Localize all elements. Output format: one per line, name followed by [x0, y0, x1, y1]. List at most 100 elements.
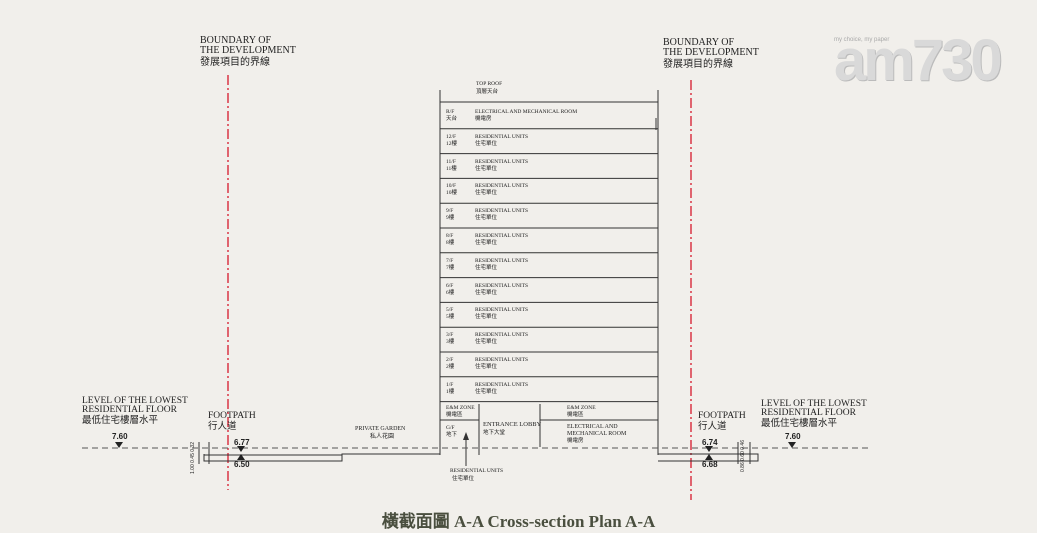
left-lowest-level-en2: RESIDENTIAL FLOOR — [82, 405, 177, 415]
floor-code-cn: 9樓 — [446, 215, 455, 222]
left-footpath-level-bottom: 6.50 — [234, 460, 250, 469]
floor-use-cn: 住宅單位 — [475, 165, 498, 172]
floor-use-en: RESIDENTIAL UNITS — [475, 307, 529, 314]
floor-code-cn: 1樓 — [446, 388, 455, 395]
floor-use-en: RESIDENTIAL UNITS — [475, 208, 529, 215]
floor-code: 5/F — [446, 307, 454, 314]
floor-use-cn: 住宅單位 — [475, 190, 498, 197]
floor-use-en: RESIDENTIAL UNITS — [475, 282, 529, 289]
site-slabs — [203, 453, 759, 462]
private-garden-cn: 私人花園 — [370, 434, 395, 440]
level-markers — [115, 442, 796, 460]
floor-code: 8/F — [446, 233, 454, 239]
right-dim-1: 0.86 — [740, 462, 746, 472]
ground-floor-partitions — [440, 404, 658, 455]
floor-use-en: RESIDENTIAL UNITS — [475, 357, 529, 363]
right-lowest-level-value: 7.60 — [785, 432, 801, 441]
floor-code-cn: 11樓 — [446, 165, 457, 172]
right-boundary-label-cn: 發展項目的界線 — [663, 59, 733, 70]
right-footpath-level-top: 6.74 — [702, 438, 718, 447]
private-garden-en: PRIVATE GARDEN — [355, 426, 406, 432]
left-boundary-label-en1: BOUNDARY OF — [200, 35, 272, 46]
floor-code: 6/F — [446, 282, 454, 289]
floor-code: 10/F — [446, 183, 457, 190]
right-dim-2: 0.60 — [740, 451, 746, 461]
floor-code: R/F — [446, 109, 455, 115]
floor-code: 11/F — [446, 158, 456, 165]
floor-use-cn: 住宅單位 — [475, 364, 498, 370]
floor-code: 7/F — [446, 257, 454, 264]
left-lowest-level-cn: 最低住宅樓層水平 — [82, 416, 159, 426]
gf-code: G/F — [446, 425, 455, 431]
floor-code-cn: 2樓 — [446, 364, 455, 370]
floor-use-cn: 住宅單位 — [475, 215, 498, 222]
gf-code-cn: 地下 — [446, 432, 458, 438]
floor-use-en: RESIDENTIAL UNITS — [475, 332, 529, 339]
right-lowest-level-en1: LEVEL OF THE LOWEST — [761, 399, 867, 409]
floor-use-en: RESIDENTIAL UNITS — [475, 233, 529, 239]
floor-use-cn: 住宅單位 — [475, 289, 498, 296]
floor-use-en: RESIDENTIAL UNITS — [475, 183, 529, 190]
gf-em-zone-right-en: E&M ZONE — [567, 405, 596, 411]
floor-use-cn: 住宅單位 — [475, 314, 498, 321]
left-dim-2: 0.45 — [190, 453, 196, 463]
top-roof-cn: 頂層天台 — [476, 89, 499, 95]
floor-code-cn: 3樓 — [446, 339, 455, 346]
floor-use-en: RESIDENTIAL UNITS — [475, 381, 529, 388]
right-dimension-values: 0.86 0.60 0.46 — [740, 440, 746, 472]
left-dim-3: 0.32 — [190, 442, 196, 452]
floor-use-cn: 住宅單位 — [475, 140, 498, 147]
floor-lines — [440, 128, 658, 403]
right-boundary-label-en1: BOUNDARY OF — [663, 37, 735, 48]
left-footpath-cn: 行人道 — [208, 422, 237, 432]
left-footpath-en: FOOTPATH — [208, 411, 256, 421]
floor-use-en: RESIDENTIAL UNITS — [475, 257, 529, 264]
floor-code-cn: 天台 — [446, 116, 458, 122]
right-lowest-level-cn: 最低住宅樓層水平 — [761, 419, 838, 429]
left-lowest-level-value: 7.60 — [112, 432, 128, 441]
gf-lobby-cn: 地下大堂 — [483, 430, 506, 436]
dimension-ticks — [198, 442, 751, 464]
drawing-caption: 橫截面圖 A-A Cross-section Plan A-A — [381, 512, 656, 531]
gf-em-room-en1: ELECTRICAL AND — [567, 424, 618, 430]
floor-code: 9/F — [446, 208, 454, 215]
right-footpath-level-bottom: 6.68 — [702, 460, 718, 469]
floor-use-en: RESIDENTIAL UNITS — [475, 133, 529, 140]
right-boundary-label-en2: THE DEVELOPMENT — [663, 47, 759, 58]
floor-use-cn: 住宅單位 — [475, 240, 498, 246]
left-lowest-level-en1: LEVEL OF THE LOWEST — [82, 396, 188, 406]
gf-em-zone-left-en: E&M ZONE — [446, 405, 475, 411]
right-footpath-cn: 行人道 — [698, 422, 727, 432]
floor-use-cn: 住宅單位 — [475, 388, 498, 395]
left-footpath-level-top: 6.77 — [234, 438, 250, 447]
watermark-logo: my choice, my paper am730 — [834, 30, 1003, 100]
right-dim-3: 0.46 — [740, 440, 746, 450]
gf-em-room-en2: MECHANICAL ROOM — [567, 431, 627, 437]
floor-code-cn: 7樓 — [446, 264, 455, 271]
floor-code: 3/F — [446, 332, 454, 339]
left-boundary-label-cn: 發展項目的界線 — [200, 57, 270, 68]
building-outline — [439, 90, 659, 455]
watermark-tagline: my choice, my paper — [834, 37, 890, 43]
floor-use-cn: 住宅單位 — [475, 264, 498, 271]
gf-em-room-cn: 機電房 — [567, 438, 584, 444]
right-lowest-level-en2: RESIDENTIAL FLOOR — [761, 408, 856, 418]
floor-code-cn: 12樓 — [446, 140, 458, 147]
gf-em-zone-right-cn: 機電區 — [567, 412, 584, 418]
floor-code-cn: 10樓 — [446, 190, 458, 197]
floor-code: 1/F — [446, 381, 454, 388]
floor-code-cn: 6樓 — [446, 289, 455, 296]
right-footpath-en: FOOTPATH — [698, 411, 746, 421]
below-residential-cn: 住宅單位 — [452, 476, 475, 482]
top-roof-en: TOP ROOF — [476, 81, 503, 87]
left-dim-1: 1.00 — [190, 464, 196, 474]
gf-lobby-en: ENTRANCE LOBBY — [483, 421, 542, 428]
watermark-brand: am730 — [834, 28, 1003, 93]
gf-em-zone-left-cn: 機電區 — [446, 412, 463, 418]
floor-code: 12/F — [446, 133, 457, 140]
floor-code-cn: 5樓 — [446, 314, 455, 321]
floor-use-en: RESIDENTIAL UNITS — [475, 158, 529, 165]
floor-use-cn: 機電房 — [475, 116, 492, 122]
floor-use-cn: 住宅單位 — [475, 339, 498, 346]
